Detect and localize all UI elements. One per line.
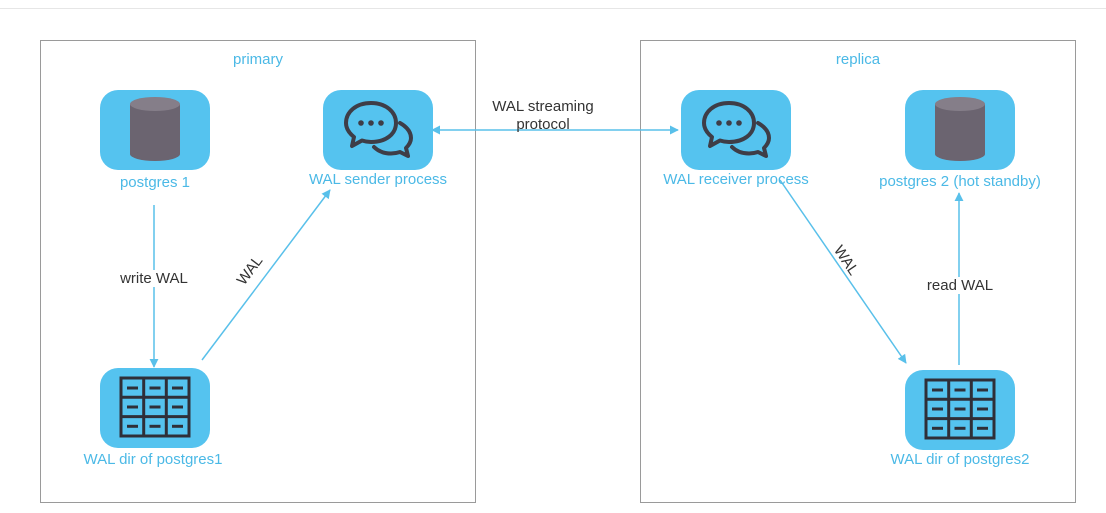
top-divider [0, 8, 1106, 9]
wal-dir-1-node[interactable] [100, 368, 210, 448]
primary-title: primary [232, 51, 283, 68]
wal-receiver-label: WAL receiver process [663, 171, 809, 188]
edge-label-write-wal: write WAL [104, 270, 204, 287]
postgres-1-node[interactable] [100, 90, 210, 170]
edge-label-streaming-2: protocol [516, 116, 570, 133]
chat-bubbles-icon [344, 101, 413, 158]
chat-bubbles-icon [702, 101, 771, 158]
wal-dir-1-label: WAL dir of postgres1 [83, 451, 223, 468]
wal-dir-2-label: WAL dir of postgres2 [890, 451, 1030, 468]
database-icon [130, 97, 180, 161]
wal-receiver-node[interactable] [681, 90, 791, 170]
database-icon [935, 97, 985, 161]
edge-wal-to-sender [201, 189, 331, 361]
wal-sender-label: WAL sender process [308, 171, 448, 188]
postgres-2-node[interactable] [905, 90, 1015, 170]
postgres-2-label: postgres 2 (hot standby) [879, 173, 1041, 190]
file-cabinet-icon [119, 376, 191, 438]
postgres-1-label: postgres 1 [119, 174, 191, 191]
replica-title: replica [835, 51, 881, 68]
file-cabinet-icon [924, 378, 996, 440]
wal-sender-node[interactable] [323, 90, 433, 170]
wal-dir-2-node[interactable] [905, 370, 1015, 450]
edge-label-streaming-1: WAL streaming [492, 98, 594, 115]
edge-receiver-to-waldir [779, 179, 907, 364]
replica-region [640, 40, 1076, 503]
edge-label-read-wal: read WAL [918, 277, 1002, 294]
primary-region [40, 40, 476, 503]
